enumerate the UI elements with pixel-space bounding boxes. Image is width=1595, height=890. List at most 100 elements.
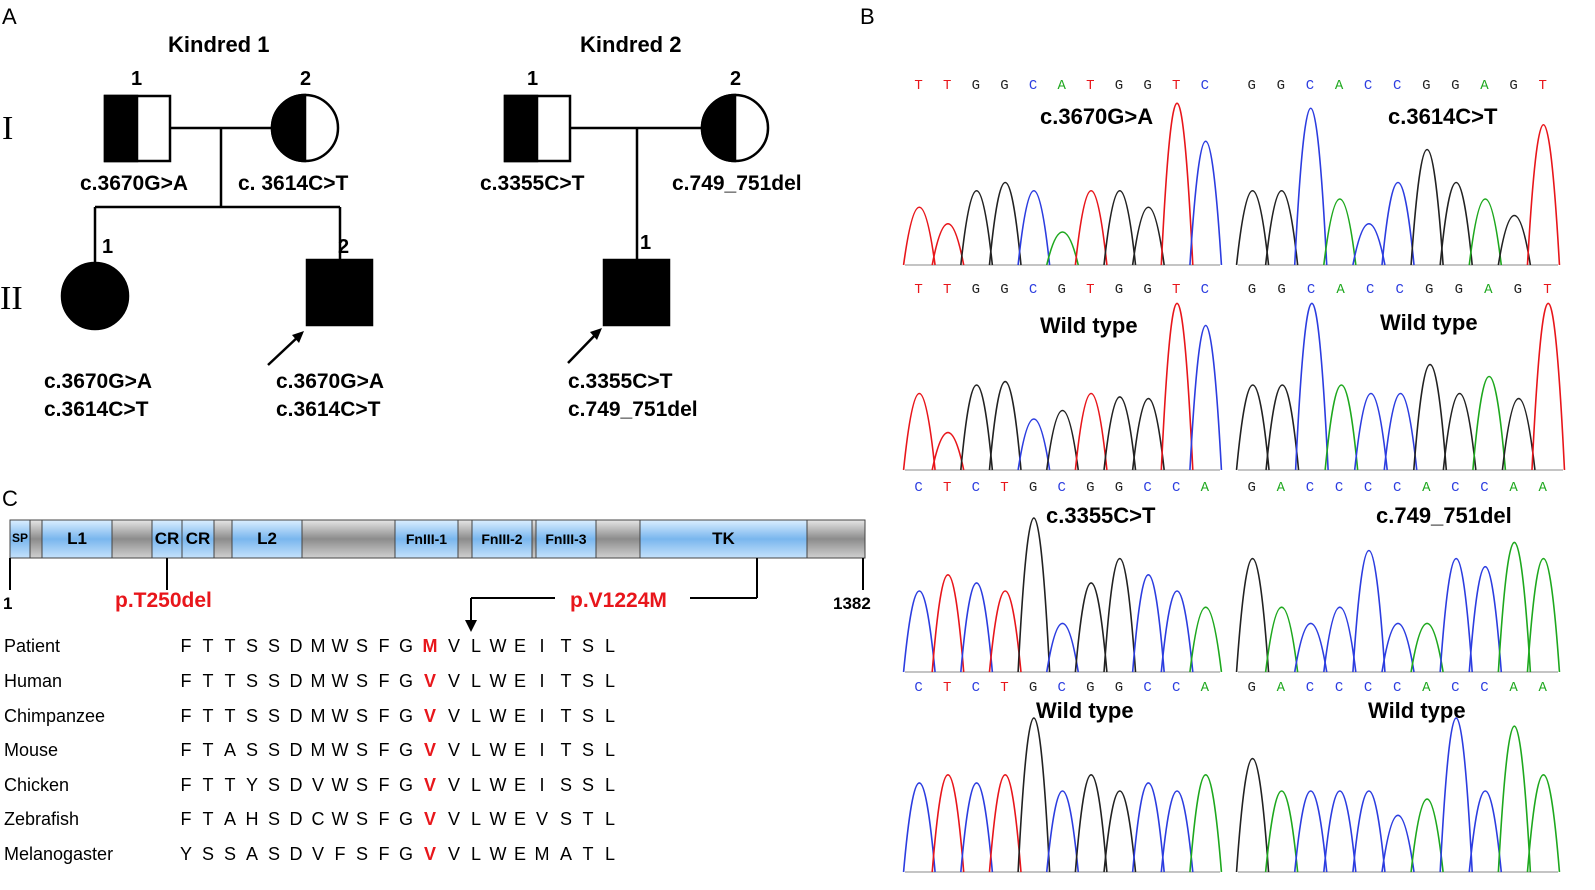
domain-label-cr1: CR: [154, 529, 180, 548]
base-call: C: [1393, 78, 1402, 94]
trace-peak: [1293, 790, 1328, 873]
k2-I1-number: 1: [527, 68, 539, 90]
residue: T: [202, 636, 214, 656]
residue: V: [447, 636, 460, 656]
base-call: C: [1395, 282, 1404, 298]
trace-peak: [1410, 622, 1444, 673]
generation-II: II: [0, 280, 23, 317]
residue: G: [398, 775, 413, 795]
base-call: G: [1028, 680, 1038, 696]
trace-peak: [1074, 582, 1108, 673]
trace-peak: [1045, 622, 1080, 673]
residue: G: [398, 809, 413, 829]
base-call: G: [971, 78, 980, 94]
base-call: C: [1200, 78, 1210, 94]
k1-II2-symbol: [305, 258, 374, 327]
trace-peak: [1381, 814, 1415, 873]
base-call: C: [1028, 78, 1038, 94]
base-call: G: [1277, 282, 1286, 298]
species-name: Zebrafish: [4, 809, 80, 829]
k1-I2-mutation: c. 3614C>T: [238, 172, 349, 195]
trace-peak: [1383, 393, 1418, 471]
k1-II1-mutation2: c.3614C>T: [44, 398, 149, 421]
chromatogram-title: Wild type: [1380, 310, 1478, 335]
trace-peak: [1017, 190, 1051, 266]
base-call: T: [942, 78, 952, 94]
residue: S: [267, 740, 280, 760]
trace-peak: [931, 222, 965, 266]
base-call: G: [1425, 282, 1434, 298]
residue: T: [224, 775, 236, 795]
trace-peak: [1017, 717, 1051, 873]
residue: W: [331, 706, 349, 726]
base-call: C: [1306, 282, 1316, 298]
trace-peak: [1323, 790, 1357, 873]
residue: D: [289, 809, 303, 829]
domain-label-sp: SP: [11, 531, 28, 545]
residue: T: [224, 706, 236, 726]
trace-peak: [1352, 222, 1386, 266]
residue: W: [331, 809, 349, 829]
k2-II1-mutation1: c.3355C>T: [568, 370, 673, 393]
trace-peak: [1497, 214, 1532, 266]
residue: F: [378, 775, 390, 795]
residue: V: [447, 706, 460, 726]
trace-peak: [1265, 384, 1300, 471]
residue: E: [513, 636, 526, 656]
residue: T: [202, 706, 214, 726]
trace-peak: [902, 206, 936, 266]
residue: T: [582, 844, 594, 864]
base-call: G: [1276, 78, 1286, 94]
trace-peak: [988, 774, 1022, 873]
residue: S: [355, 671, 368, 691]
trace-peak: [1293, 622, 1328, 673]
residue: S: [201, 844, 214, 864]
species-name: Melanogaster: [4, 844, 114, 864]
residue-1224: V: [423, 706, 436, 726]
generation-I: I: [2, 110, 14, 147]
residue: S: [267, 671, 280, 691]
base-call: G: [1114, 78, 1124, 94]
trace-peak: [1439, 557, 1473, 673]
residue: L: [470, 809, 481, 829]
trace-peak: [960, 190, 994, 266]
base-call: G: [1513, 282, 1523, 298]
residue: S: [267, 636, 280, 656]
trace-peak: [988, 181, 1022, 266]
trace-peak: [1352, 790, 1386, 873]
k1-II1-symbol: [60, 261, 130, 331]
residue: S: [267, 844, 280, 864]
trace-peak: [1442, 393, 1477, 471]
panel-label-b: B: [860, 4, 875, 29]
trace-peak: [1160, 102, 1194, 266]
base-call: G: [1114, 680, 1124, 696]
residue: L: [604, 775, 615, 795]
residue: W: [489, 671, 507, 691]
base-call: G: [1509, 78, 1518, 94]
trace-peak: [960, 384, 994, 471]
chromatogram-title: Wild type: [1036, 698, 1134, 723]
residue: W: [489, 809, 507, 829]
residue: T: [560, 671, 572, 691]
trace-peak: [931, 574, 965, 673]
base-call: A: [1509, 480, 1518, 496]
residue: A: [559, 844, 572, 864]
residue: V: [535, 809, 548, 829]
residue: F: [180, 775, 192, 795]
base-call: A: [1200, 680, 1210, 696]
base-call: C: [1363, 680, 1373, 696]
residue-1224: M: [422, 636, 438, 656]
trace-peak: [1526, 123, 1561, 266]
base-call: G: [1454, 282, 1463, 298]
residue: F: [180, 671, 192, 691]
k2-II1-number: 1: [640, 232, 652, 254]
residue: L: [470, 671, 481, 691]
trace-peak: [1045, 231, 1080, 266]
residue: T: [560, 636, 572, 656]
trace-peak: [1103, 190, 1137, 266]
base-call: C: [1334, 680, 1344, 696]
kindred1-title: Kindred 1: [168, 32, 270, 57]
residue: S: [581, 740, 594, 760]
domain-fn3: [535, 519, 597, 559]
